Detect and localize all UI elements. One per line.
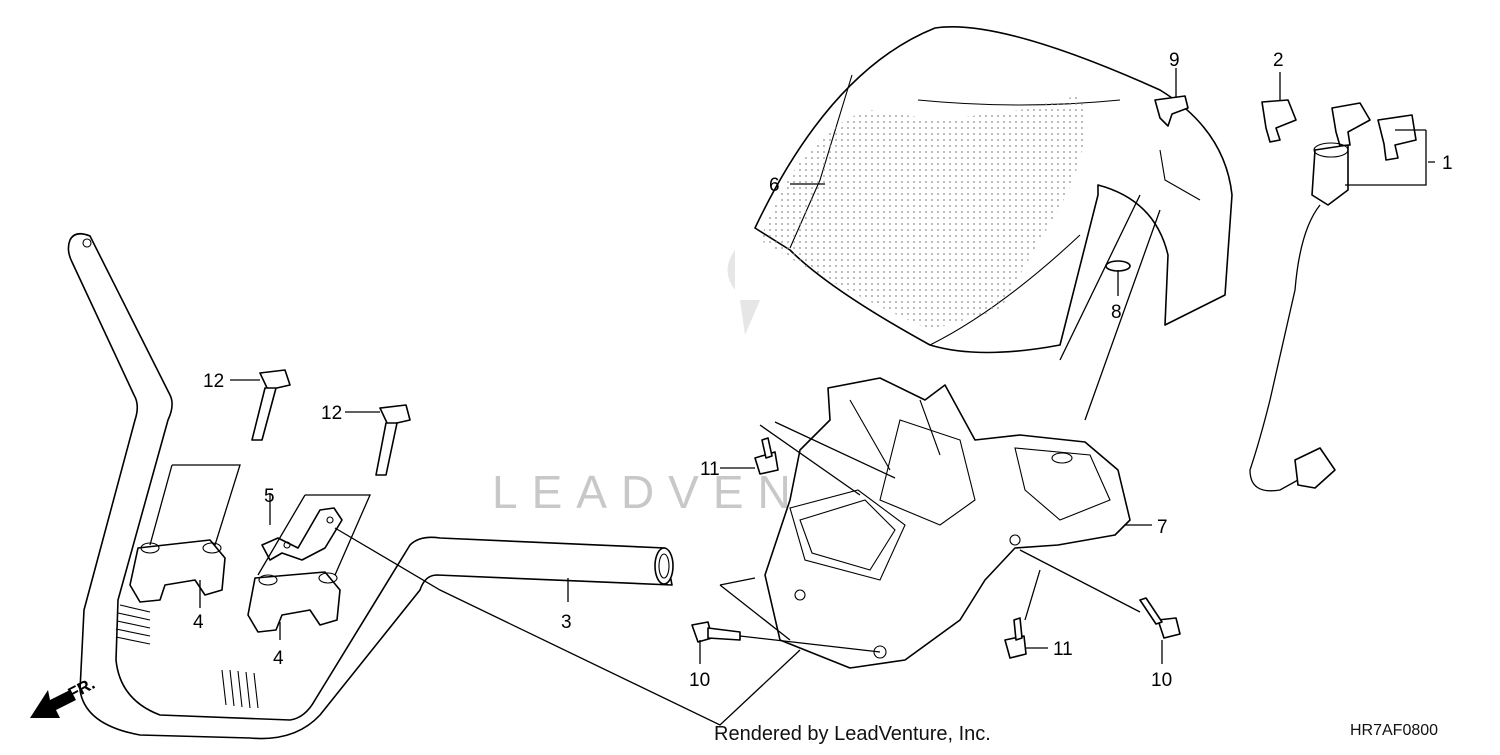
ignition-key-3[interactable] <box>1377 114 1417 161</box>
callout-10-right[interactable]: 10 <box>1151 670 1172 691</box>
callout-8[interactable]: 8 <box>1111 302 1122 323</box>
callout-12-right[interactable]: 12 <box>321 403 342 424</box>
watermark-logo-icon <box>727 250 760 335</box>
clip[interactable] <box>1154 95 1189 127</box>
upper-holder-left[interactable] <box>129 539 226 603</box>
front-direction-indicator: FR. <box>30 674 98 718</box>
footer-credit: Rendered by LeadVenture, Inc. <box>714 723 991 745</box>
callout-11-right[interactable]: 11 <box>1053 639 1073 660</box>
screw-right-11[interactable] <box>1004 617 1027 659</box>
bolt-right-10[interactable] <box>1139 597 1181 639</box>
flange-bolt-right[interactable] <box>375 404 411 476</box>
handlebar-lower-cover[interactable] <box>764 377 1131 669</box>
handlebar[interactable] <box>67 232 674 740</box>
callout-12-left[interactable]: 12 <box>203 371 224 392</box>
flange-bolt-left[interactable] <box>251 369 291 441</box>
callout-3[interactable]: 3 <box>561 612 572 633</box>
callout-10-left[interactable]: 10 <box>689 670 710 691</box>
callout-7[interactable]: 7 <box>1157 517 1168 538</box>
grommet[interactable] <box>1105 260 1131 272</box>
callout-1[interactable]: 1 <box>1442 153 1453 174</box>
callout-9[interactable]: 9 <box>1169 50 1180 71</box>
screw-left-11[interactable] <box>754 437 779 475</box>
bolt-left-10[interactable] <box>691 621 741 643</box>
bracket[interactable] <box>261 507 343 561</box>
callout-5[interactable]: 5 <box>264 486 275 507</box>
ignition-switch[interactable] <box>1249 142 1349 492</box>
diagram-code: HR7AF0800 <box>1350 722 1438 739</box>
ignition-key-1[interactable] <box>1261 99 1297 143</box>
leader-lines <box>149 68 1435 726</box>
callout-4-right[interactable]: 4 <box>273 648 284 669</box>
callout-4-left[interactable]: 4 <box>193 612 204 633</box>
callout-6[interactable]: 6 <box>769 175 780 196</box>
callout-11-left[interactable]: 11 <box>700 459 720 480</box>
handlebar-upper-cover[interactable] <box>754 25 1233 354</box>
callout-2[interactable]: 2 <box>1273 50 1284 71</box>
front-arrow-icon <box>30 690 76 718</box>
upper-holder-right[interactable] <box>247 571 341 633</box>
ignition-key-2[interactable] <box>1331 102 1371 147</box>
